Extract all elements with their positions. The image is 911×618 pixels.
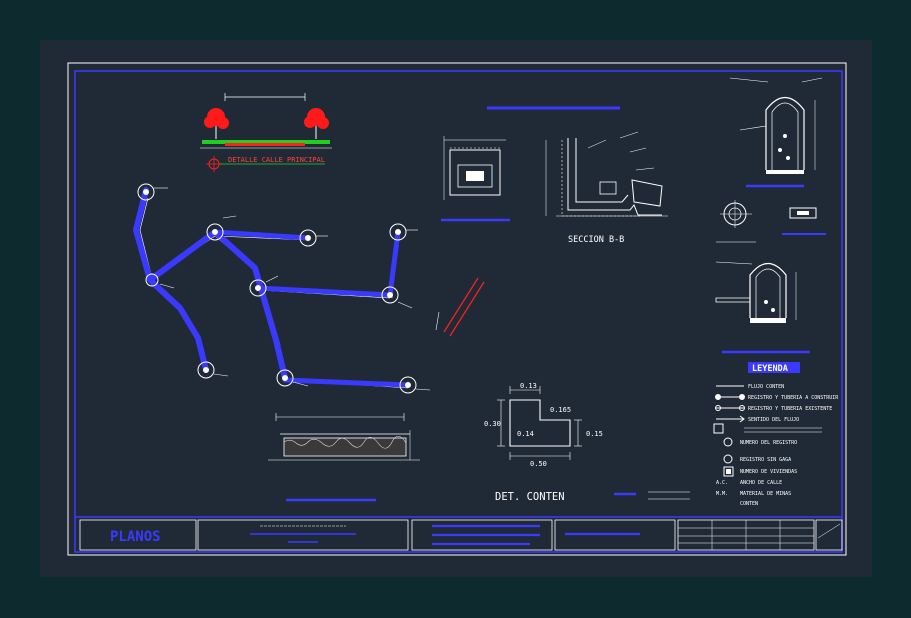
legend-item-3: SENTIDO DEL FLUJO [748,417,799,423]
legend: LEYENDA FLUJO CONTEN REGISTRO Y TUBERIA … [713,362,839,507]
section-b-b-label: SECCION B-B [568,235,624,245]
conten-dim-left: 0.30 [484,420,501,428]
legend-item-7: ANCHO DE CALLE [740,480,782,486]
legend-title: LEYENDA [752,364,788,374]
curb-detail: 0.13 0.165 0.30 0.14 0.15 0.50 DET. CONT… [484,382,690,503]
legend-item-2: REGISTRO Y TUBERIA EXISTENTE [748,406,832,412]
drawing-sheet: DETALLE CALLE PRINCIPAL [40,40,872,577]
conten-dim-top: 0.13 [520,382,537,390]
inner-frame [74,70,843,553]
planos-title: PLANOS [110,529,161,545]
legend-item-4: NUMERO DEL REGISTRO [740,440,797,446]
cad-drawing: DETALLE CALLE PRINCIPAL [67,62,847,556]
conten-dim-bottom: 0.50 [530,460,547,468]
title-block: PLANOS [75,516,843,551]
conten-dim-inner: 0.14 [517,430,534,438]
network-plan [133,183,485,394]
trench-detail [268,413,420,502]
legend-code-mm: M.M. [716,491,728,497]
street-detail: DETALLE CALLE PRINCIPAL [200,93,332,172]
legend-item-6: NUMERO DE VIVIENDAS [740,469,797,475]
section-details: SECCION B-B [441,106,668,245]
outer-frame [67,62,847,556]
tree-icon [304,108,329,139]
legend-item-8: MATERIAL DE MINAS [740,491,791,497]
legend-item-0: FLUJO CONTEN [748,384,784,390]
legend-symbols [713,385,745,477]
street-detail-caption: DETALLE CALLE PRINCIPAL [228,156,325,164]
legend-title-box [748,362,800,373]
conten-dim-right: 0.15 [586,430,603,438]
legend-item-5: REGISTRO SIN GAGA [740,457,791,463]
manhole-details [715,77,826,354]
legend-item-1: REGISTRO Y TUBERIA A CONSTRUIR [748,395,839,401]
conten-dim-right-top: 0.165 [550,406,571,414]
legend-code-ac: A.C. [716,480,728,486]
tree-icon [204,108,229,139]
conten-title: DET. CONTEN [495,491,565,503]
legend-item-9: CONTEN [740,501,758,507]
